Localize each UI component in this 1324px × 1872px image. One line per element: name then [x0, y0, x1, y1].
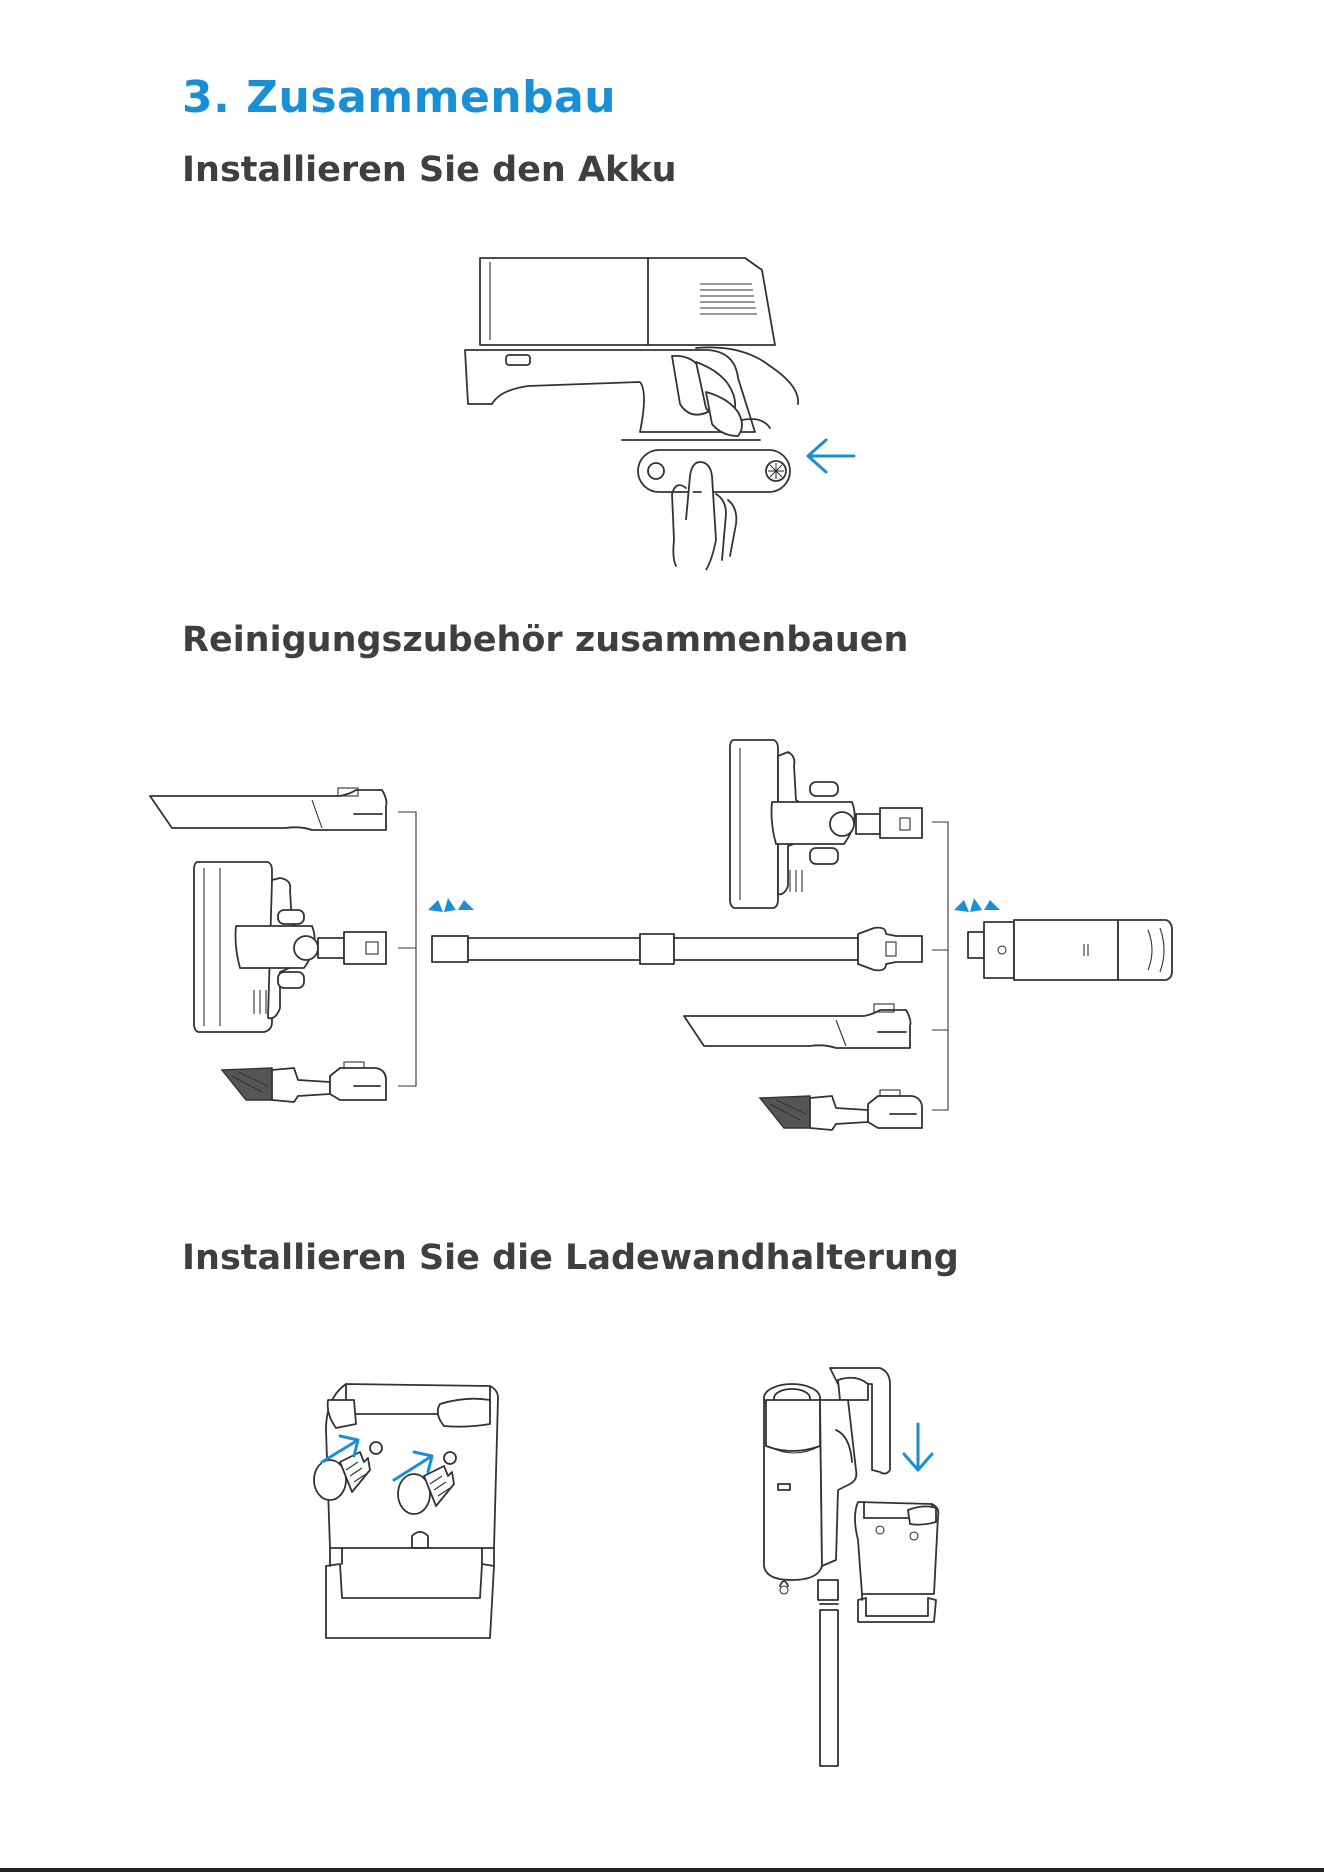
floor-brush-right-icon	[730, 740, 922, 908]
crevice-tool-right-icon	[684, 1004, 911, 1048]
vacuum-on-mount-icon	[764, 1368, 938, 1766]
wall-mount-install-illustration	[314, 1368, 938, 1766]
extension-tube-icon	[432, 928, 922, 971]
click-connect-icon-left	[428, 898, 474, 912]
dusting-brush-left-icon	[222, 1062, 386, 1102]
footer-bar	[0, 1868, 1324, 1872]
battery-install-illustration	[465, 258, 854, 570]
accessory-assembly-illustration	[150, 740, 1172, 1130]
floor-brush-left-icon	[194, 862, 386, 1032]
hang-down-arrow-icon	[904, 1424, 932, 1470]
crevice-tool-left-icon	[150, 788, 387, 830]
handheld-vacuum-icon	[968, 920, 1172, 980]
dusting-brush-right-icon	[760, 1090, 922, 1130]
click-connect-icon-right	[954, 898, 1000, 912]
insert-arrow-icon	[808, 440, 854, 472]
